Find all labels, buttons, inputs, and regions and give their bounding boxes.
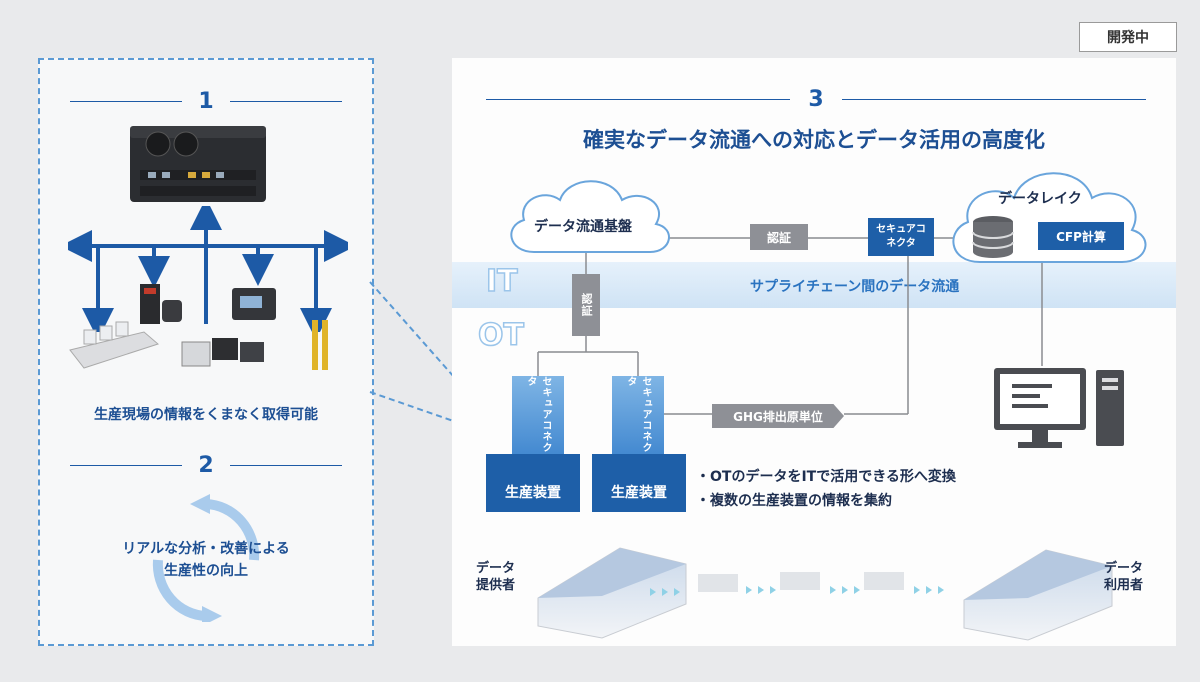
supply-chain-label: サプライチェーン間のデータ流通 (750, 279, 960, 295)
provider-line2: 提供者 (476, 578, 516, 593)
cfp-box: CFP計算 (1038, 222, 1124, 250)
cloud-icon (510, 180, 670, 253)
ot-label: OT (477, 317, 524, 354)
edge-controller-icon (130, 126, 266, 202)
truck-icon (537, 547, 1113, 641)
auth-vertical-box: 認証 (572, 274, 600, 336)
step1-caption: 生産現場の情報をくまなく取得可能 (94, 407, 318, 423)
left-panel: 1 (38, 58, 374, 646)
cloud-left-label: データ流通基盤 (534, 219, 632, 235)
user-line1: データ (1104, 561, 1144, 576)
step2-number: 2 (198, 452, 214, 478)
step2-caption-line2: 生産性の向上 (164, 563, 248, 579)
device-2: 生産装置 (592, 454, 686, 512)
secure-connector-2: セキュアコネクタ (612, 376, 664, 460)
provider-line1: データ (476, 561, 516, 576)
secure-connector-top: セキュアコネクタ (868, 218, 934, 256)
auth-vertical-label: 認証 (580, 293, 593, 317)
secure-connector-2-label: セキュアコネクタ (625, 376, 651, 453)
cycle-arrows-icon (152, 494, 260, 622)
bullet-1: ・OTのデータをITで活用できる形へ変換 (696, 469, 956, 485)
it-label: IT (485, 263, 518, 300)
step3-number: 3 (808, 86, 824, 112)
bullet-2: ・複数の生産装置の情報を集約 (696, 493, 892, 509)
auth-horizontal-box: 認証 (750, 224, 808, 250)
user-line2: 利用者 (1104, 578, 1144, 593)
provider-label: データ 提供者 (476, 560, 515, 594)
secure-connector-1-label: セキュアコネクタ (525, 376, 551, 453)
arrow-network-icon (68, 206, 348, 332)
step2-heading: 2 (70, 452, 342, 478)
step1-number: 1 (198, 88, 214, 114)
desktop-computer-icon (994, 368, 1124, 448)
secure-connector-1: セキュアコネクタ (512, 376, 564, 460)
main-title: 確実なデータ流通への対応とデータ活用の高度化 (583, 128, 1045, 152)
factory-devices-icon (69, 284, 328, 370)
user-label: データ 利用者 (1104, 560, 1143, 594)
cloud-right-label: データレイク (998, 191, 1082, 207)
step1-heading: 1 (70, 88, 342, 114)
ghg-box: GHG排出原単位 (712, 404, 844, 428)
database-icon (972, 216, 1014, 258)
step2-caption-line1: リアルな分析・改善による (122, 541, 290, 557)
device-1: 生産装置 (486, 454, 580, 512)
step2-caption: リアルな分析・改善による 生産性の向上 (40, 538, 372, 582)
step3-heading: 3 (486, 86, 1146, 112)
status-badge: 開発中 (1079, 22, 1177, 52)
